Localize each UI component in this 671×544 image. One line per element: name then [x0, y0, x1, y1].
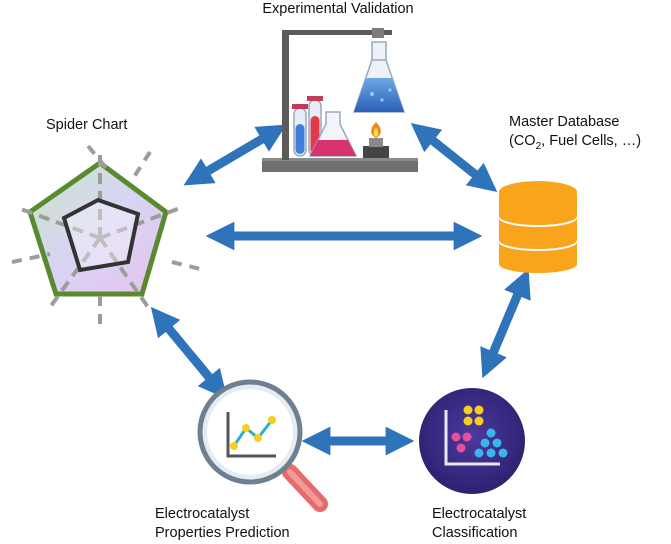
- arrow-spider-prediction: [150, 306, 228, 400]
- classification-label: Electrocatalyst Classification: [432, 505, 526, 543]
- prediction-label-line1: Electrocatalyst: [155, 506, 250, 522]
- spider-chart-icon: [11, 144, 205, 330]
- validation-label: Experimental Validation: [262, 1, 414, 17]
- database-label: Master Database (CO2, Fuel Cells, …): [509, 113, 641, 156]
- arrow-spider-validation: [183, 124, 287, 186]
- arrow-classification-database: [480, 268, 531, 379]
- database-icon: [499, 181, 577, 273]
- prediction-label: Electrocatalyst Properties Prediction: [155, 505, 290, 543]
- arrow-validation-database: [410, 123, 498, 192]
- classification-dots-icon: [419, 388, 525, 494]
- classification-label-line2: Classification: [432, 525, 518, 541]
- database-label-line1: Master Database: [509, 114, 620, 130]
- database-label-line2: (CO2, Fuel Cells, …): [509, 133, 642, 152]
- magnifier-line-chart-icon: [197, 379, 328, 512]
- lab-glassware-icon: [262, 28, 418, 172]
- prediction-label-line2: Properties Prediction: [155, 525, 290, 541]
- classification-label-line1: Electrocatalyst: [432, 506, 527, 522]
- arrows: [150, 123, 531, 456]
- spider-chart-label: Spider Chart: [46, 117, 128, 133]
